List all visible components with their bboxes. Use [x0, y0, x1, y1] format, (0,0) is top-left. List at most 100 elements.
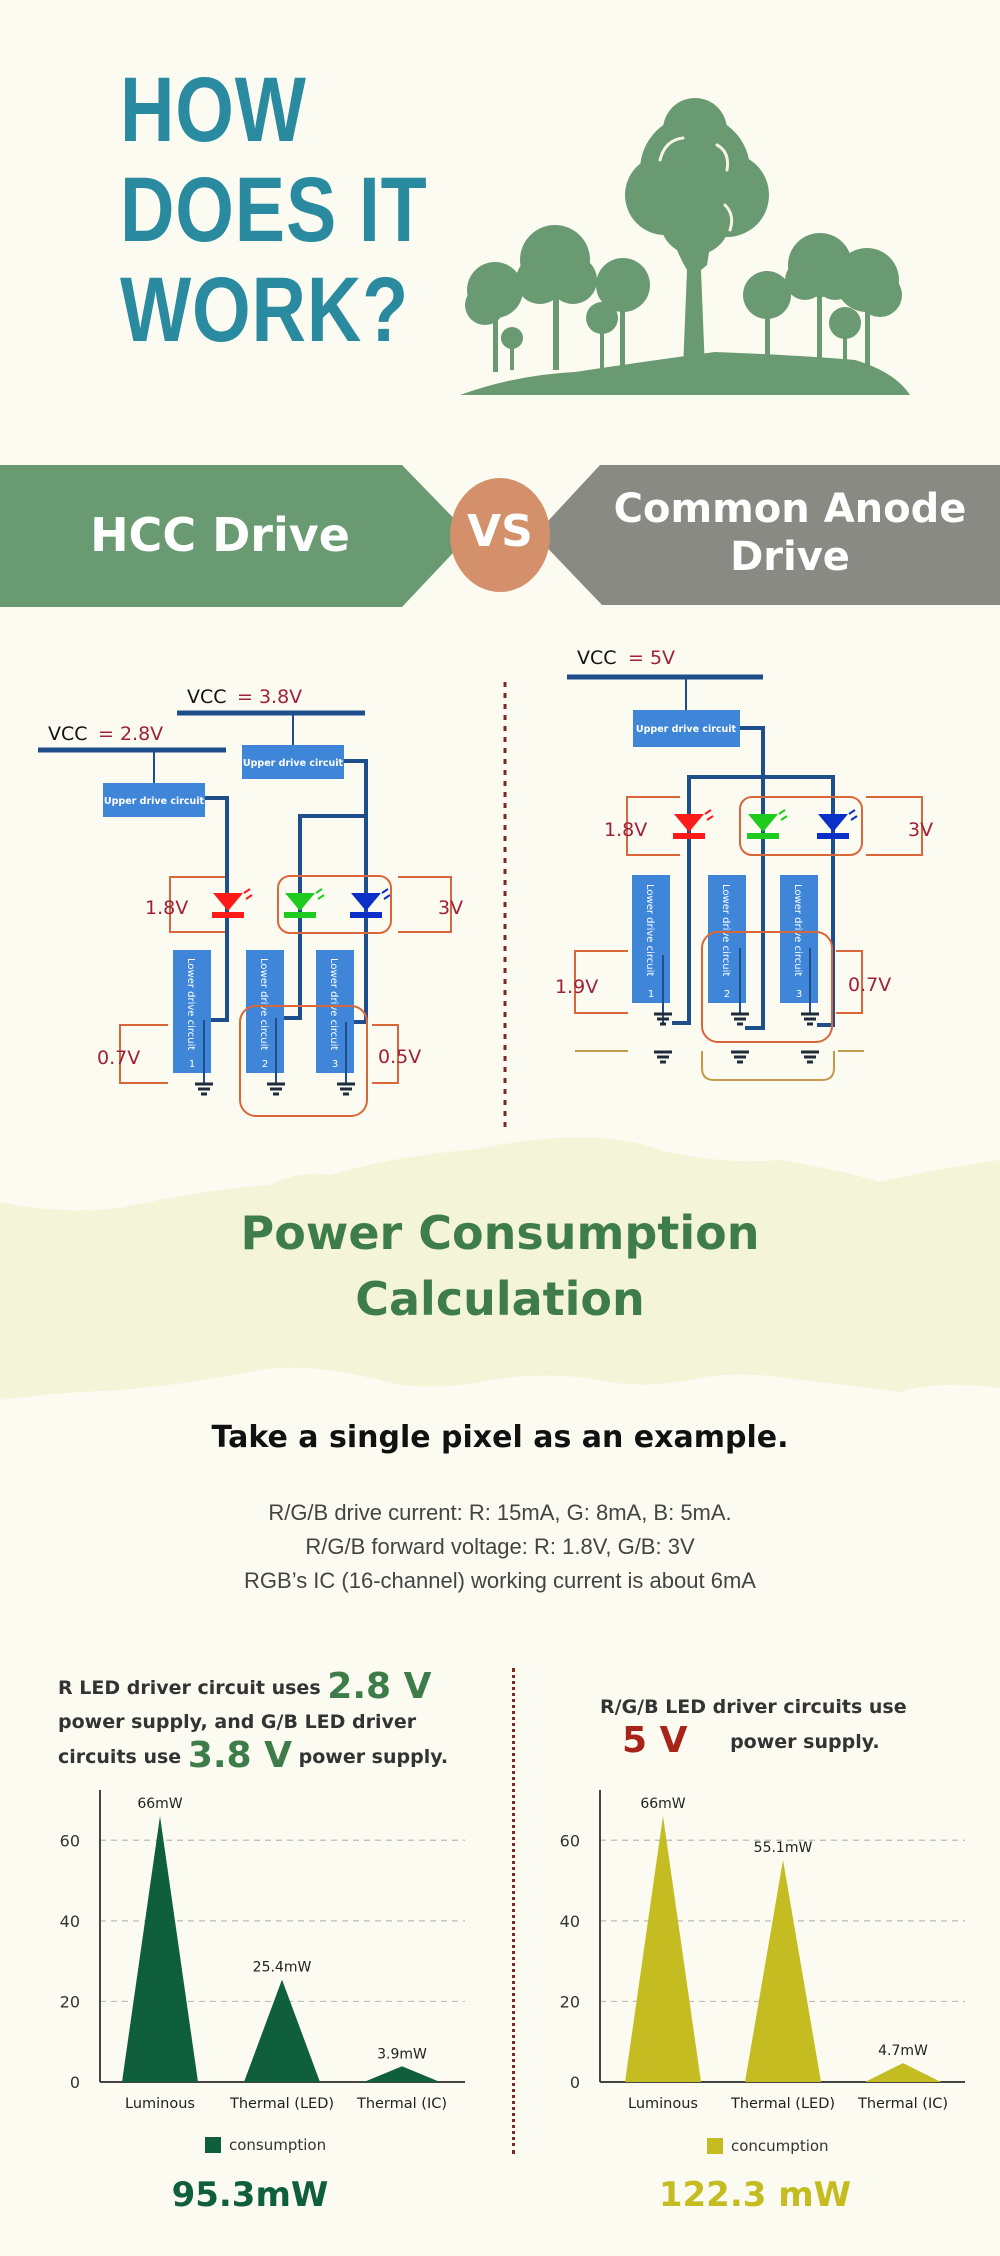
ground-icon — [729, 1050, 751, 1064]
data-label: 25.4mW — [253, 1960, 312, 1976]
y-tick-label: 0 — [70, 2073, 80, 2092]
title-band — [0, 1137, 1000, 1400]
hero-title: HOW DOES IT WORK? — [120, 60, 432, 360]
banner-left-shape — [0, 465, 470, 607]
title-line: Power Consumption — [240, 1206, 760, 1260]
example-heading: Take a single pixel as an example. — [211, 1420, 789, 1455]
vs-circle — [450, 478, 550, 592]
common-anode-intro: R/G/B LED driver circuits use 5 V power … — [600, 1690, 980, 1759]
ground-icon — [652, 1012, 674, 1026]
common-anode-line2: Drive — [730, 534, 850, 580]
voltage-highlight: 5 V — [622, 1720, 688, 1761]
intro-text: power supply. — [298, 1746, 449, 1768]
hcc-drive-label: HCC Drive — [90, 508, 350, 562]
common-anode-chart-legend: concumption — [707, 2137, 829, 2155]
lower-drive-circuits: Lower drive circuit Lower drive circuit … — [173, 950, 354, 1073]
common-anode-drive-label: Common Anode Drive — [590, 485, 990, 581]
hcc-lower-gb-voltage: 0.5V — [378, 1046, 421, 1068]
x-tick-label: Luminous — [125, 2096, 195, 2112]
lower-box-number: 3 — [332, 1059, 338, 1070]
legend-label: concumption — [731, 2137, 829, 2155]
y-tick-label: 20 — [560, 1992, 580, 2011]
spec-line-ic-current: RGB’s IC (16-channel) working current is… — [244, 1568, 756, 1593]
power-consumption-title: Power Consumption Calculation — [0, 1200, 1000, 1332]
title-line: Calculation — [355, 1272, 645, 1326]
consumption-peak — [745, 1860, 821, 2082]
x-tick-label: Thermal (IC) — [356, 2096, 447, 2112]
ca-led-r-voltage: 1.8V — [604, 819, 647, 841]
ground-icon — [265, 1082, 287, 1096]
y-tick-label: 40 — [560, 1912, 580, 1931]
lower-box-number: 3 — [796, 989, 802, 1000]
led-blue-icon — [350, 893, 382, 918]
lower-drive-circuit-label: Lower drive circuit — [644, 884, 655, 976]
hcc-circuit: VCC = 2.8V VCC = 3.8V Upper drive circui… — [38, 686, 463, 1117]
y-tick-label: 20 — [60, 1992, 80, 2011]
ground-icon — [799, 1012, 821, 1026]
hcc-total-consumption: 95.3mW — [171, 2175, 329, 2215]
intro-text: R/G/B LED driver circuits use — [600, 1696, 907, 1718]
hero-title-line: HOW — [120, 59, 307, 161]
lower-drive-circuit-label: Lower drive circuit — [258, 958, 269, 1050]
y-tick-label: 60 — [560, 1831, 580, 1850]
intro-text: R LED driver circuit uses — [58, 1677, 321, 1699]
circuit-diagrams: VCC = 2.8V VCC = 3.8V Upper drive circui… — [38, 647, 933, 1132]
common-anode-circuit: VCC = 5V Upper drive circuit 1.8V 3V — [555, 647, 933, 1081]
ground-icon — [729, 1012, 751, 1026]
banner-right-shape — [535, 465, 1000, 605]
vs-label: VS — [467, 506, 533, 557]
consumption-peak — [122, 1816, 198, 2082]
lower-drive-circuit-label: Lower drive circuit — [792, 884, 803, 976]
trees-icon — [460, 98, 910, 395]
data-label: 55.1mW — [754, 1840, 813, 1856]
hcc-led-gb-voltage: 3V — [438, 897, 463, 919]
hcc-lower-r-voltage: 0.7V — [97, 1047, 140, 1069]
y-tick-label: 60 — [60, 1831, 80, 1850]
ground-icon — [193, 1082, 215, 1096]
hero-title-line: DOES IT — [120, 159, 428, 261]
spec-line-forward-voltage: R/G/B forward voltage: R: 1.8V, G/B: 3V — [305, 1534, 695, 1559]
hcc-chart-legend: consumption — [205, 2136, 326, 2154]
vcc-value: = 5V — [628, 647, 675, 669]
led-blue-icon — [817, 814, 849, 839]
intro-text: power supply. — [730, 1731, 880, 1753]
upper-drive-circuit-gb — [242, 745, 344, 779]
consumption-peak — [244, 1979, 320, 2082]
upper-drive-circuit-label: Upper drive circuit — [243, 758, 344, 769]
voltage-highlight: 2.8 V — [327, 1666, 432, 1707]
data-label: 4.7mW — [878, 2043, 928, 2059]
ground-icon — [652, 1050, 674, 1064]
data-label: 3.9mW — [377, 2046, 427, 2062]
consumption-peak — [625, 1816, 701, 2082]
lower-drive-circuits: Lower drive circuit Lower drive circuit … — [632, 875, 818, 1003]
voltage-highlight: 3.8 V — [187, 1735, 292, 1776]
x-tick-label: Thermal (IC) — [857, 2096, 948, 2112]
x-tick-label: Thermal (LED) — [730, 2096, 835, 2112]
data-label: 66mW — [640, 1796, 685, 1812]
upper-drive-circuit-label: Upper drive circuit — [104, 796, 205, 807]
consumption-peak — [364, 2066, 440, 2082]
intro-text: power supply, and G/B LED driver circuit… — [58, 1711, 417, 1768]
led-green-icon — [284, 893, 316, 918]
legend-label: consumption — [229, 2136, 327, 2154]
upper-drive-circuit-r — [103, 783, 205, 817]
hero-title-line: WORK? — [120, 259, 410, 361]
vcc-gb-value: = 3.8V — [237, 686, 302, 708]
led-red-icon — [212, 893, 244, 918]
chart-divider — [512, 1668, 515, 2154]
vcc-r-label: VCC — [48, 723, 88, 745]
legend-swatch — [707, 2138, 723, 2154]
upper-drive-circuit-label: Upper drive circuit — [636, 724, 737, 735]
lower-drive-circuit-label: Lower drive circuit — [185, 958, 196, 1050]
spec-line-drive-current: R/G/B drive current: R: 15mA, G: 8mA, B:… — [268, 1500, 732, 1525]
lower-box-number: 1 — [189, 1059, 195, 1070]
y-tick-label: 40 — [60, 1912, 80, 1931]
vcc-label: VCC — [577, 647, 617, 669]
led-red-icon — [673, 814, 705, 839]
ground-icon — [799, 1050, 821, 1064]
hcc-intro: R LED driver circuit uses 2.8 V power su… — [58, 1669, 478, 1776]
comparison-banner — [0, 465, 1000, 607]
legend-swatch — [205, 2137, 221, 2153]
